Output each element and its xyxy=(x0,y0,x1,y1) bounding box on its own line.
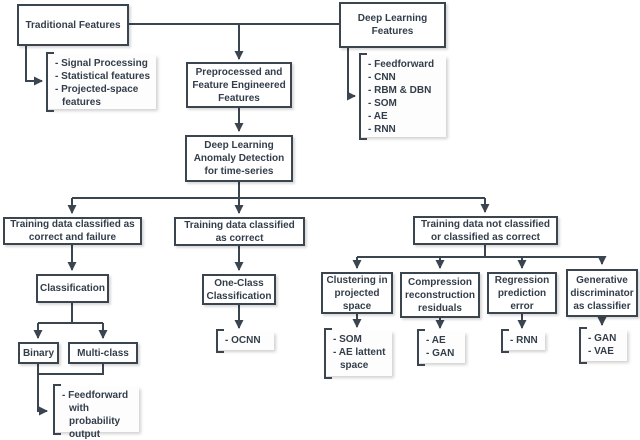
list-one-class-methods: - OCNN xyxy=(216,329,274,353)
node-anomaly-detection: Deep Learning Anomaly Detection for time… xyxy=(185,135,293,182)
list-item: - SOM xyxy=(368,98,397,109)
node-compression: Compression reconstruction residuals xyxy=(400,272,480,318)
list-deep-learning-methods: - Feedforward - CNN - RBM & DBN - SOM - … xyxy=(359,53,446,140)
list-item: - GAN xyxy=(426,348,455,359)
bracket-icon xyxy=(417,329,425,366)
node-multi-class: Multi-class xyxy=(68,342,138,364)
node-clustering: Clustering in projected space xyxy=(321,272,393,314)
node-binary: Binary xyxy=(18,342,59,364)
bracket-icon xyxy=(579,327,587,364)
list-item: - Signal Processing xyxy=(55,58,148,69)
node-deep-learning-features: Deep Learning Features xyxy=(339,2,446,48)
node-train-not-classified: Training data not classified or classifi… xyxy=(413,216,558,245)
list-compression-methods: - AE - GAN xyxy=(417,329,465,366)
node-preprocessed-features: Preprocessed and Feature Engineered Feat… xyxy=(186,62,292,108)
list-item: - Feedforward with probability output xyxy=(62,390,129,440)
node-classification: Classification xyxy=(36,274,109,303)
bracket-icon xyxy=(501,329,509,353)
bracket-icon xyxy=(359,53,367,140)
list-item: - RNN xyxy=(510,335,538,346)
list-item: - RBM & DBN xyxy=(368,85,432,96)
list-generative-methods: - GAN - VAE xyxy=(579,327,627,364)
bracket-icon xyxy=(324,328,332,379)
list-item: - Statistical features xyxy=(55,71,151,82)
node-one-class-classification: One-Class Classification xyxy=(202,274,276,305)
list-item: - AE xyxy=(426,335,446,346)
node-train-correct-failure: Training data classified as correct and … xyxy=(3,217,142,245)
node-regression: Regression prediction error xyxy=(487,272,557,314)
bracket-icon xyxy=(216,329,224,353)
list-regression-methods: - RNN xyxy=(501,329,545,353)
list-item: - AE xyxy=(368,111,388,122)
list-item: - AE lattent space xyxy=(333,347,386,371)
list-item: - CNN xyxy=(368,72,396,83)
list-item: - OCNN xyxy=(225,335,261,346)
list-clustering-methods: - SOM - AE lattent space xyxy=(324,328,392,379)
bracket-icon xyxy=(46,52,54,112)
list-item: - GAN xyxy=(588,333,617,344)
list-item: - Feedforward xyxy=(368,59,435,70)
list-item: - VAE xyxy=(588,346,614,357)
list-traditional-methods: - Signal Processing - Statistical featur… xyxy=(46,52,156,112)
list-item: - SOM xyxy=(333,334,362,345)
node-traditional-features: Traditional Features xyxy=(17,4,129,46)
list-item: - RNN xyxy=(368,124,396,135)
node-train-correct: Training data classified as correct xyxy=(174,217,305,246)
node-generative: Generative discriminator as classifier xyxy=(566,269,638,317)
list-item: - Projected-space features xyxy=(55,84,139,108)
bracket-icon xyxy=(53,384,61,435)
list-probability-methods: - Feedforward with probability output xyxy=(53,384,139,440)
